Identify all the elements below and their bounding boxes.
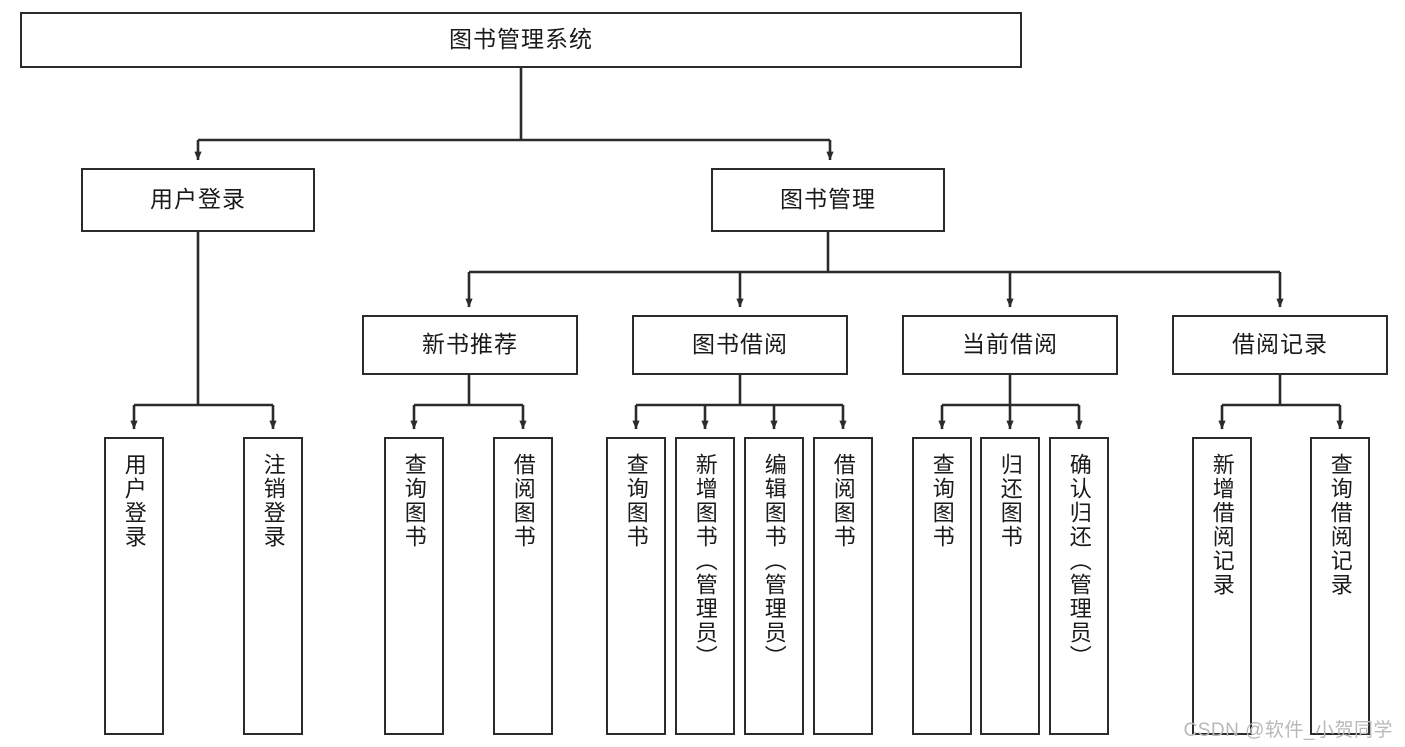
node-label: 用户登录 (121, 453, 147, 549)
leaf-book-borrow-edit-book-admin[interactable]: 编辑图书（管理员） (744, 437, 804, 735)
node-label: 图书管理系统 (449, 26, 593, 53)
leaf-book-borrow-add-book-admin[interactable]: 新增图书（管理员） (675, 437, 735, 735)
node-book-borrow[interactable]: 图书借阅 (632, 315, 848, 375)
leaf-new-book-query-book[interactable]: 查询图书 (384, 437, 444, 735)
node-label: 确认归还（管理员） (1066, 453, 1092, 669)
node-book-management[interactable]: 图书管理 (711, 168, 945, 232)
leaf-borrow-record-add-record[interactable]: 新增借阅记录 (1192, 437, 1252, 735)
node-root-book-management-system[interactable]: 图书管理系统 (20, 12, 1022, 68)
node-label: 图书管理 (780, 186, 876, 213)
node-label: 新增图书（管理员） (692, 453, 718, 669)
node-current-borrow[interactable]: 当前借阅 (902, 315, 1118, 375)
node-label: 新增借阅记录 (1209, 453, 1235, 597)
leaf-current-borrow-return-book[interactable]: 归还图书 (980, 437, 1040, 735)
node-borrow-record[interactable]: 借阅记录 (1172, 315, 1388, 375)
node-label: 借阅图书 (510, 453, 536, 549)
node-new-book-recommend[interactable]: 新书推荐 (362, 315, 578, 375)
node-label: 查询图书 (929, 453, 955, 549)
leaf-borrow-record-query-record[interactable]: 查询借阅记录 (1310, 437, 1370, 735)
node-label: 查询图书 (623, 453, 649, 549)
node-user-login[interactable]: 用户登录 (81, 168, 315, 232)
node-label: 归还图书 (997, 453, 1023, 549)
node-label: 借阅图书 (830, 453, 856, 549)
node-label: 新书推荐 (422, 331, 518, 358)
node-label: 用户登录 (150, 186, 246, 213)
csdn-watermark: CSDN @软件_小贺同学 (1183, 720, 1393, 741)
node-label: 当前借阅 (962, 331, 1058, 358)
leaf-book-borrow-query-book[interactable]: 查询图书 (606, 437, 666, 735)
leaf-current-borrow-confirm-return-admin[interactable]: 确认归还（管理员） (1049, 437, 1109, 735)
node-label: 借阅记录 (1232, 331, 1328, 358)
node-label: 图书借阅 (692, 331, 788, 358)
node-label: 编辑图书（管理员） (761, 453, 787, 669)
leaf-new-book-borrow-book[interactable]: 借阅图书 (493, 437, 553, 735)
leaf-current-borrow-query-book[interactable]: 查询图书 (912, 437, 972, 735)
node-label: 注销登录 (260, 453, 286, 549)
node-label: 查询借阅记录 (1327, 453, 1353, 597)
leaf-user-login-logout[interactable]: 注销登录 (243, 437, 303, 735)
leaf-book-borrow-borrow-book[interactable]: 借阅图书 (813, 437, 873, 735)
leaf-user-login-login[interactable]: 用户登录 (104, 437, 164, 735)
node-label: 查询图书 (401, 453, 427, 549)
